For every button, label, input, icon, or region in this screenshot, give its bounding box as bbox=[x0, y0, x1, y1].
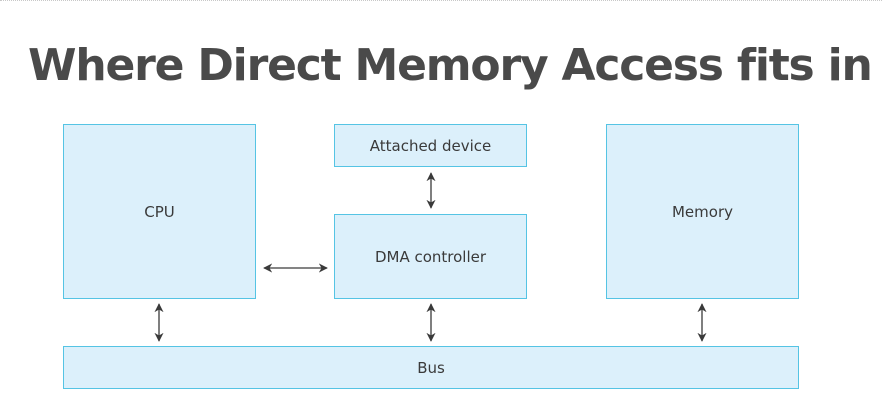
memory-label: Memory bbox=[671, 202, 733, 221]
bus-box: Bus bbox=[63, 346, 799, 389]
cpu-label: CPU bbox=[144, 202, 175, 221]
attached-device-box: Attached device bbox=[334, 124, 527, 167]
top-divider bbox=[0, 0, 882, 1]
attached-device-label: Attached device bbox=[369, 136, 492, 155]
dma-controller-label: DMA controller bbox=[374, 247, 487, 266]
diagram-title: Where Direct Memory Access fits in bbox=[28, 40, 873, 91]
bus-label: Bus bbox=[417, 358, 445, 377]
memory-box: Memory bbox=[606, 124, 799, 299]
dma-controller-box: DMA controller bbox=[334, 214, 527, 299]
cpu-box: CPU bbox=[63, 124, 256, 299]
